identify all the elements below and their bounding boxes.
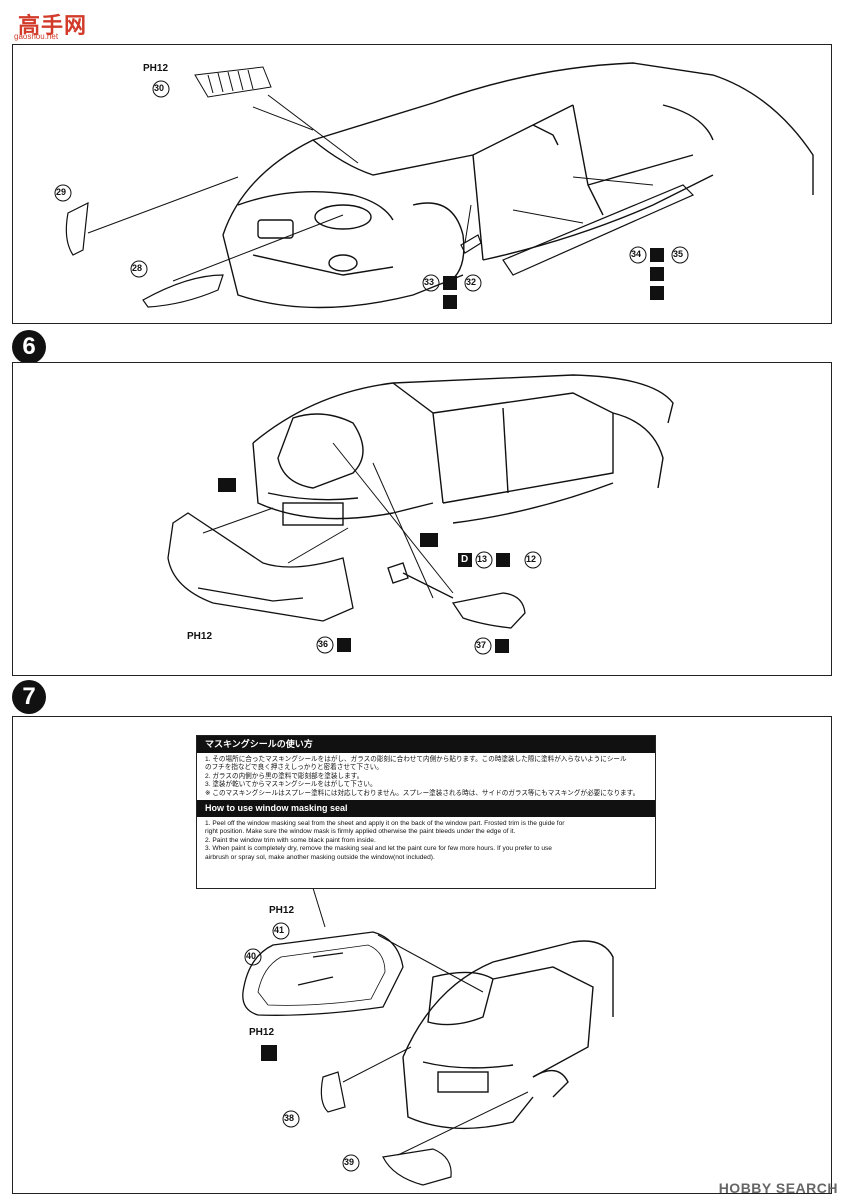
paint-mark: PH12	[187, 631, 213, 642]
part-label: 32	[466, 277, 477, 287]
part-label: 40	[246, 951, 257, 961]
car-rear-drawing	[252, 374, 674, 526]
part-40-drawing	[242, 931, 404, 1016]
part-39-drawing	[382, 1148, 452, 1186]
hobby-search-watermark: HOBBY SEARCH	[718, 1180, 838, 1196]
part-label: 37	[476, 640, 487, 650]
step-number: 7	[12, 680, 46, 714]
instruction-line: airbrush or spray sol, make another mask…	[205, 853, 435, 861]
part-label: 34	[631, 249, 642, 259]
part-label: 41	[274, 925, 285, 935]
step6-panel: PH12 D 13 12 36 37	[12, 362, 832, 676]
step6-illustration	[167, 374, 674, 655]
instruction-line: 1. Peel off the window masking seal from…	[205, 820, 565, 828]
part-label: 33	[424, 277, 435, 287]
part-28-drawing	[142, 274, 224, 308]
part-33-drawing	[460, 234, 482, 254]
site-logo: 高手网	[18, 13, 88, 38]
part-label: 30	[154, 83, 165, 93]
part-label: 12	[526, 554, 537, 564]
car-front-drawing	[222, 62, 814, 309]
step5-panel: PH12 30 29 28 33 32 34 35	[12, 44, 832, 324]
car-rear-hatch-drawing	[402, 940, 614, 1130]
masking-title-en: How to use window masking seal	[197, 800, 655, 818]
part-label: 13	[477, 554, 488, 564]
part-label: 35	[673, 249, 684, 259]
step-number: 6	[12, 330, 46, 364]
paint-mark: PH12	[249, 1027, 275, 1038]
instruction-line: 1. その場所に合ったマスキングシールをはがし、ガラスの彫刻に合わせて内側から貼…	[205, 756, 627, 763]
instruction-line: 2. ガラスの内側から黒の塗料で彫刻部を塗装します。	[205, 772, 364, 780]
masking-instructions-box: マスキングシールの使い方 1. その場所に合ったマスキングシールをはがし、ガラス…	[196, 735, 656, 889]
part-label: 36	[318, 639, 329, 649]
part-label: 38	[284, 1113, 295, 1123]
part-37-drawing	[387, 562, 526, 629]
instruction-line: right position. Make sure the window mas…	[205, 828, 516, 836]
part-29-drawing	[65, 201, 89, 256]
part-38-drawing	[320, 1071, 346, 1113]
instruction-line: 3. 塗装が乾いてからマスキングシールをはがして下さい。	[205, 781, 377, 789]
masking-title-jp: マスキングシールの使い方	[197, 736, 655, 753]
part-label: 39	[344, 1157, 355, 1167]
step5-illustration	[54, 62, 814, 309]
instruction-line: 3. When paint is completely dry, remove …	[205, 845, 552, 853]
instruction-line: 2. Paint the window trim with some black…	[205, 836, 376, 844]
masking-steps-en: 1. Peel off the window masking seal from…	[197, 817, 655, 864]
part-30-drawing	[194, 66, 272, 98]
part-label: 28	[132, 263, 143, 273]
masking-steps-jp: 1. その場所に合ったマスキングシールをはがし、ガラスの彫刻に合わせて内側から貼…	[197, 753, 655, 800]
paint-mark: PH12	[269, 905, 295, 916]
part-36-drawing	[167, 512, 354, 622]
paint-mark: PH12	[143, 63, 169, 74]
instruction-line: のフチを指などで良く押さえしっかりと密着させて下さい。	[205, 764, 383, 772]
instruction-line: ※ このマスキングシールはスプレー塗料には対応しておりません。スプレー塗装される…	[205, 789, 640, 797]
glue-mark	[218, 478, 236, 492]
step7-illustration	[242, 887, 614, 1186]
part-label: D	[461, 554, 469, 565]
part-label: 29	[56, 187, 67, 197]
glue-mark	[420, 533, 438, 547]
site-logo-url: gaoshou.net	[14, 32, 59, 41]
